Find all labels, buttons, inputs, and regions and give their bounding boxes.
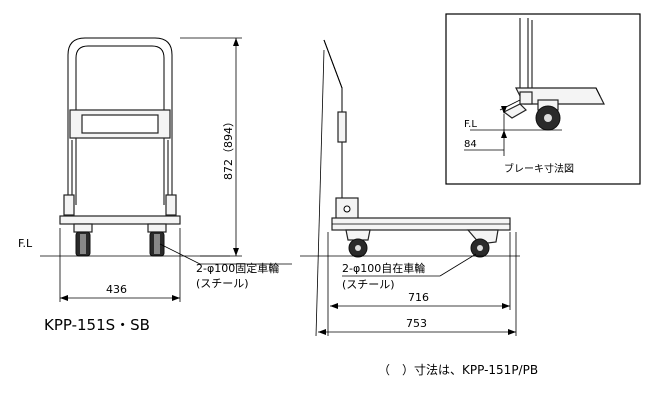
brake-detail-inset: F.L 84 ブレーキ寸法図: [445, 13, 641, 185]
front-view: [59, 37, 181, 257]
model-name: KPP-151S・SB: [44, 316, 150, 334]
front-hinge-right: [165, 194, 177, 216]
floor-label: F.L: [18, 237, 33, 250]
fixed-wheel-note-line2: (スチール): [196, 277, 249, 290]
swivel-wheel-note-line2: (スチール): [342, 278, 395, 291]
fixed-wheel-note-line1: 2-φ100固定車輪: [196, 261, 279, 275]
front-handle-frame: [67, 37, 173, 205]
swivel-wheel-note-line1: 2-φ100自在車輪: [342, 261, 425, 275]
outer-length-label: 753: [406, 317, 427, 330]
footnote: （ ）寸法は、KPP-151P/PB: [378, 363, 538, 377]
height-dimension-label: 872（894）: [222, 116, 235, 180]
front-deck: [59, 215, 181, 225]
inner-length-dimension: 716: [327, 232, 511, 336]
inset-floor-label: F.L: [464, 119, 477, 130]
brake-pedal: [502, 103, 527, 119]
width-dimension: 436: [59, 228, 181, 302]
swivel-wheel-callout: 2-φ100自在車輪 (スチール): [342, 253, 477, 291]
front-hinge-left: [63, 194, 75, 216]
width-dimension-label: 436: [106, 283, 127, 296]
fixed-wheel-callout: 2-φ100固定車輪 (スチール): [159, 243, 292, 290]
inner-length-label: 716: [408, 291, 429, 304]
brake-dimension-label: 84: [464, 139, 477, 150]
side-view: [323, 39, 511, 258]
height-dimension: 872（894）: [180, 37, 242, 257]
inset-caption: ブレーキ寸法図: [504, 162, 574, 175]
outer-length-dimension: 753: [315, 49, 517, 337]
